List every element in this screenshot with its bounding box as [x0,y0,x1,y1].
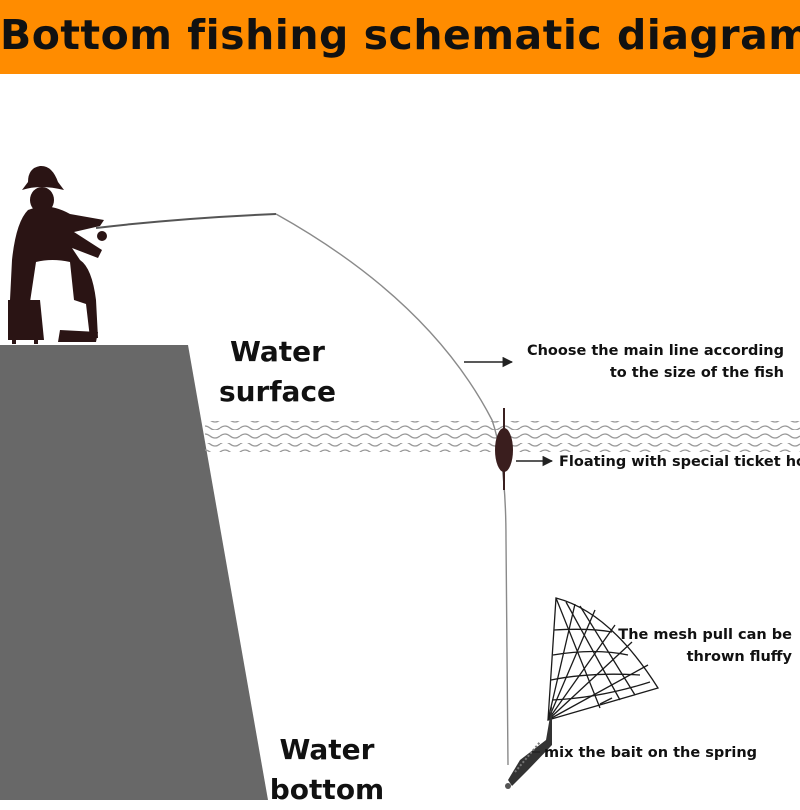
bait-spring-icon [505,705,552,789]
main-line-callout-line2: to the size of the fish [609,365,784,381]
water-bottom-label: Water bottom [262,730,392,810]
mesh-net-icon [547,597,660,721]
mesh-callout-line1: The mesh pull can be [618,627,792,643]
water-surface-label: Water surface [205,332,350,412]
diagram-title: Bottom fishing schematic diagram [0,11,800,59]
main-line-callout-line1: Choose the main line according [526,343,784,359]
mesh-callout: The mesh pull can be thrown fluffy [600,624,792,668]
spring-callout: mix the bait on the spring [544,745,758,761]
float-callout: Floating with special ticket holder [559,454,800,470]
water-surface-label-line1: Water [230,335,325,368]
water-bottom-label-line1: Water [279,733,375,766]
fishing-rod [95,213,277,229]
main-line-callout: Choose the main line according to the si… [520,340,784,384]
river-bank [0,345,268,800]
water-surface-label-line2: surface [218,375,337,408]
fisherman-silhouette [8,165,104,344]
title-banner [0,0,800,74]
main-line [275,213,509,766]
mesh-arrow [599,697,613,705]
reel [97,231,107,241]
float-icon [495,408,513,490]
mesh-callout-line2: thrown fluffy [686,649,792,665]
water-bottom-label-line2: bottom [269,773,385,806]
